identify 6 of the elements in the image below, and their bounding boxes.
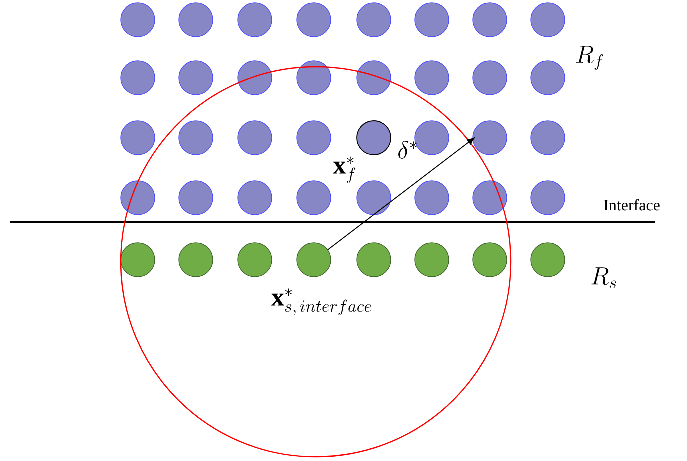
math-label: $R_s$: [592, 268, 616, 289]
math-label: $\mathbf{x}^*_{s,\,interface}$: [272, 288, 372, 316]
math-label: $\delta^*$: [398, 140, 417, 159]
math-label: $\mathbf{x}_f^*$: [333, 156, 356, 184]
math-label: $R_f$: [576, 46, 604, 70]
interface-label: Interface: [604, 199, 660, 211]
